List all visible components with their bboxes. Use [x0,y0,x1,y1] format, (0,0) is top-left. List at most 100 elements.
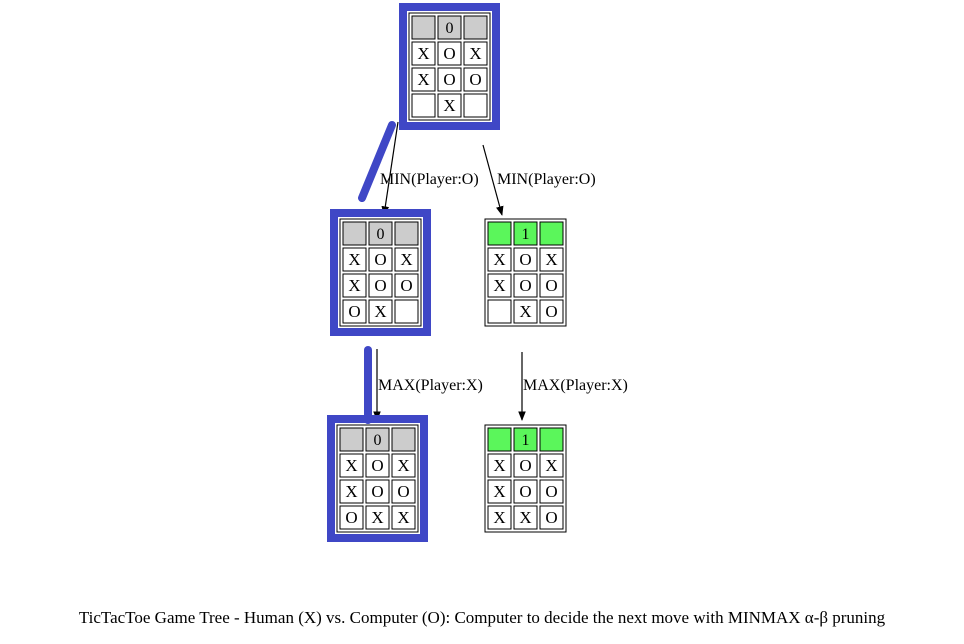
edge-root-to-min-right: MIN(Player:O) [482,144,596,216]
board-cell [513,273,538,298]
edge-label: MAX(Player:X) [378,377,483,394]
board-cell [411,93,436,118]
node-highlight-border [330,209,431,336]
x-mark: X [443,96,455,115]
board-cell [487,505,512,530]
x-mark: X [374,302,386,321]
x-mark: X [493,482,505,501]
board-cell [513,453,538,478]
board-cell [368,247,393,272]
x-mark: X [493,456,505,475]
score-value: 1 [522,432,530,449]
board-cell [539,505,564,530]
x-mark: X [493,276,505,295]
board-cell [391,505,416,530]
score-value: 0 [377,226,385,243]
board-cell [339,453,364,478]
score-value: 1 [522,226,530,243]
o-mark: O [371,456,383,475]
board-cell [487,453,512,478]
board-cell [487,247,512,272]
board-cell [487,273,512,298]
board-cell [513,505,538,530]
x-mark: X [345,456,357,475]
score-value: 0 [446,20,454,37]
score-cell [394,221,419,246]
o-mark: O [545,302,557,321]
x-mark: X [400,250,412,269]
x-mark: X [397,456,409,475]
edge-min-right-to-max-right: MAX(Player:X) [518,352,628,421]
board-cell [339,479,364,504]
o-mark: O [443,44,455,63]
edge-arrow [381,121,399,216]
board-cell [394,299,419,324]
score-cell [391,427,416,452]
o-mark: O [545,276,557,295]
x-mark: X [493,508,505,527]
score-cell [513,427,538,452]
o-mark: O [345,508,357,527]
score-cell [463,15,488,40]
board-cell [368,273,393,298]
x-mark: X [417,70,429,89]
board-cell [539,273,564,298]
score-cell [513,221,538,246]
highlighted-path-stroke [358,121,396,202]
board-cell [539,479,564,504]
score-cell [539,221,564,246]
edge-root-to-min-left: MIN(Player:O) [358,121,479,216]
score-cell [368,221,393,246]
board-cell [463,67,488,92]
board-cell [342,299,367,324]
board-cell [487,479,512,504]
board-cell [391,479,416,504]
x-mark: X [371,508,383,527]
board-cell [513,247,538,272]
edge-label: MIN(Player:O) [380,171,479,188]
o-mark: O [371,482,383,501]
board-cell [394,247,419,272]
x-mark: X [545,456,557,475]
board-cell [342,247,367,272]
board-cell [391,453,416,478]
board-cell [463,93,488,118]
board-cell [539,247,564,272]
x-mark: X [345,482,357,501]
o-mark: O [469,70,481,89]
board-cell [394,273,419,298]
x-mark: X [397,508,409,527]
board-cell [411,41,436,66]
node-highlight-border [399,3,500,130]
board-cell [411,67,436,92]
x-mark: X [519,302,531,321]
score-cell [339,427,364,452]
x-mark: X [493,250,505,269]
o-mark: O [519,456,531,475]
board-cell [368,299,393,324]
x-mark: X [417,44,429,63]
score-cell [487,221,512,246]
board-cell [365,453,390,478]
o-mark: O [348,302,360,321]
x-mark: X [545,250,557,269]
board-cell [365,479,390,504]
o-mark: O [443,70,455,89]
o-mark: O [519,482,531,501]
board-cell [513,479,538,504]
o-mark: O [374,250,386,269]
node-highlight-border [327,415,428,542]
edge-label: MIN(Player:O) [497,171,596,188]
board-cell [463,41,488,66]
x-mark: X [519,508,531,527]
score-cell [487,427,512,452]
x-mark: X [348,250,360,269]
board-cell [365,505,390,530]
o-mark: O [545,508,557,527]
o-mark: O [545,482,557,501]
score-cell [342,221,367,246]
score-cell [411,15,436,40]
